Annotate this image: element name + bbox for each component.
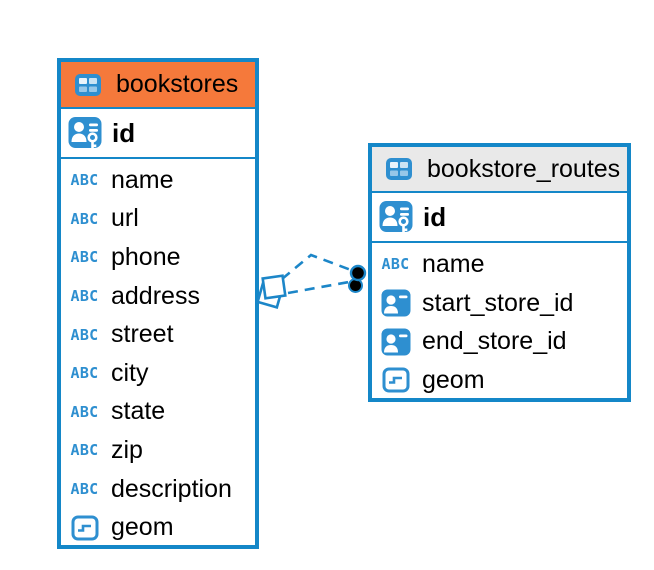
relation-endpoint-dot-2[interactable]	[348, 278, 363, 293]
column-row[interactable]: ABC address	[61, 277, 255, 316]
table-header-bookstore-routes[interactable]: bookstore_routes	[372, 147, 627, 193]
column-label: geom	[111, 513, 174, 542]
column-list: ABC name start_store_id	[372, 243, 627, 400]
primary-key-icon	[66, 116, 103, 150]
column-label: phone	[111, 242, 181, 271]
column-label: url	[111, 204, 139, 233]
table-icon	[380, 155, 417, 183]
text-type-icon: ABC	[70, 209, 99, 228]
table-title: bookstore_routes	[427, 154, 621, 183]
column-label: zip	[111, 435, 143, 464]
relation-line-1[interactable]	[281, 253, 352, 281]
geometry-type-icon	[377, 366, 414, 394]
column-label: id	[112, 117, 136, 148]
foreign-key-icon	[377, 327, 414, 357]
foreign-key-icon	[377, 288, 414, 318]
table-bookstore-routes[interactable]: bookstore_routes id ABC name	[368, 143, 631, 402]
text-type-icon: ABC	[381, 255, 410, 274]
column-label: geom	[422, 365, 485, 394]
column-label: street	[111, 320, 174, 349]
text-type-icon: ABC	[70, 364, 99, 383]
column-row-pk[interactable]: id	[61, 109, 255, 159]
table-header-bookstores[interactable]: bookstores	[61, 62, 255, 109]
relation-diamond-handle[interactable]	[256, 274, 287, 309]
column-row[interactable]: ABC description	[61, 470, 255, 509]
column-label: id	[423, 201, 447, 232]
column-label: state	[111, 397, 166, 426]
column-row[interactable]: ABC city	[61, 354, 255, 393]
text-type-icon: ABC	[70, 325, 99, 344]
column-row[interactable]: geom	[372, 361, 627, 400]
text-type-icon: ABC	[70, 402, 99, 421]
text-type-icon: ABC	[70, 441, 99, 460]
column-row[interactable]: ABC name	[61, 161, 255, 200]
column-label: name	[422, 249, 485, 278]
column-list: ABC name ABC url ABC phone ABC address A…	[61, 159, 255, 547]
relation-line-2[interactable]	[287, 280, 350, 295]
table-icon	[69, 71, 106, 99]
column-row[interactable]: end_store_id	[372, 322, 627, 361]
column-row[interactable]: ABC state	[61, 393, 255, 432]
column-row[interactable]: ABC street	[61, 315, 255, 354]
column-label: description	[111, 474, 232, 503]
column-row[interactable]: start_store_id	[372, 284, 627, 323]
column-label: city	[111, 358, 149, 387]
column-row[interactable]: ABC zip	[61, 431, 255, 470]
relation-endpoint-dot-1[interactable]	[349, 264, 367, 282]
column-row[interactable]: ABC name	[372, 245, 627, 284]
column-label: name	[111, 165, 174, 194]
column-row[interactable]: geom	[61, 508, 255, 547]
column-label: address	[111, 281, 200, 310]
column-row[interactable]: ABC phone	[61, 238, 255, 277]
text-type-icon: ABC	[70, 480, 99, 499]
text-type-icon: ABC	[70, 171, 99, 190]
table-title: bookstores	[116, 70, 239, 98]
column-label: start_store_id	[422, 288, 574, 317]
column-label: end_store_id	[422, 327, 567, 356]
text-type-icon: ABC	[70, 248, 99, 267]
column-row[interactable]: ABC url	[61, 200, 255, 239]
column-row-pk[interactable]: id	[372, 193, 627, 243]
primary-key-icon	[377, 200, 414, 234]
geometry-type-icon	[66, 514, 103, 542]
table-bookstores[interactable]: bookstores id ABC name	[57, 58, 259, 549]
text-type-icon: ABC	[70, 287, 99, 306]
